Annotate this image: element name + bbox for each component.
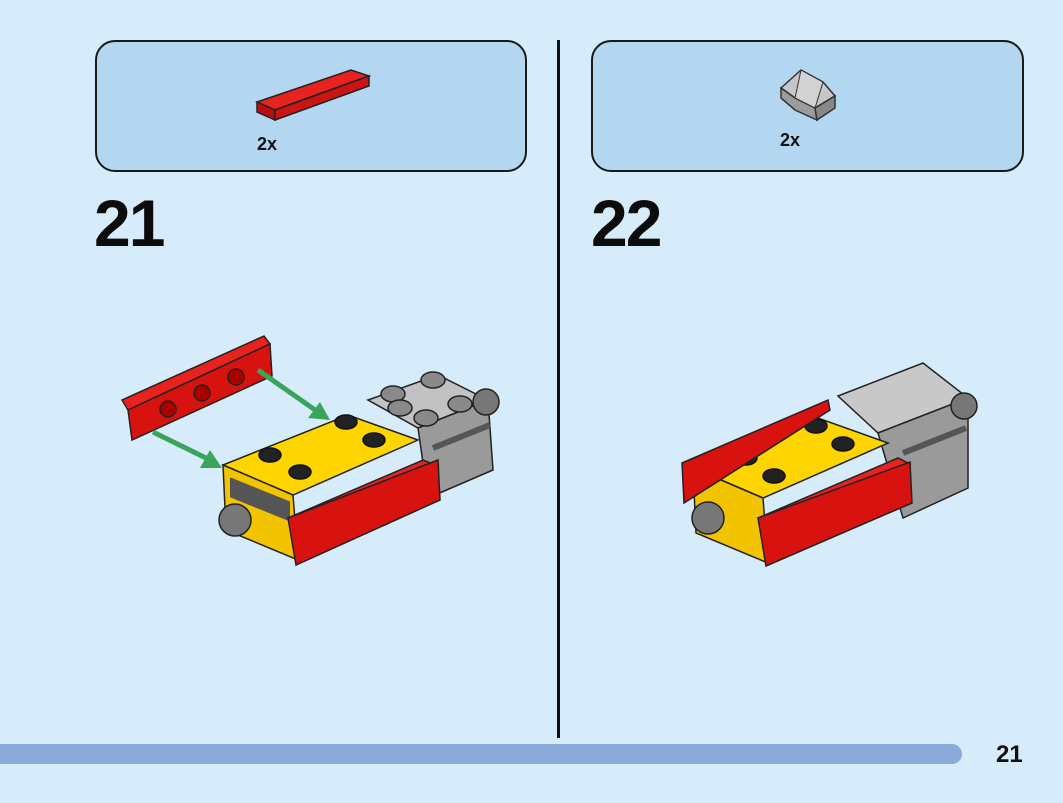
grey-knob xyxy=(950,392,978,420)
parts-callout-step-22: 2x xyxy=(591,40,1024,172)
step-number: 22 xyxy=(591,186,662,260)
grey-knob xyxy=(691,501,725,535)
grey-knob xyxy=(218,503,252,537)
grey-slope-brick-icon xyxy=(779,69,837,122)
grey-studs xyxy=(380,371,473,427)
step-22-model-illustration xyxy=(681,362,978,568)
red-side-plate-face xyxy=(287,458,441,567)
grey-knob xyxy=(472,388,500,416)
part-quantity: 2x xyxy=(257,134,278,154)
step-divider xyxy=(557,40,560,738)
black-studs xyxy=(258,414,386,480)
red-front-plate-face xyxy=(757,460,913,568)
parts-callout-step-21: 2x xyxy=(95,40,527,172)
red-plate-studs xyxy=(159,368,245,418)
page-progress-bar xyxy=(0,744,962,764)
part-quantity: 2x xyxy=(780,130,801,150)
red-back-plate xyxy=(681,398,831,505)
step-21-model-illustration xyxy=(120,335,500,567)
page-number: 21 xyxy=(996,741,1023,768)
red-flat-plate-icon xyxy=(255,69,371,122)
assembly-arrows xyxy=(151,367,330,468)
step-number: 21 xyxy=(94,186,165,260)
